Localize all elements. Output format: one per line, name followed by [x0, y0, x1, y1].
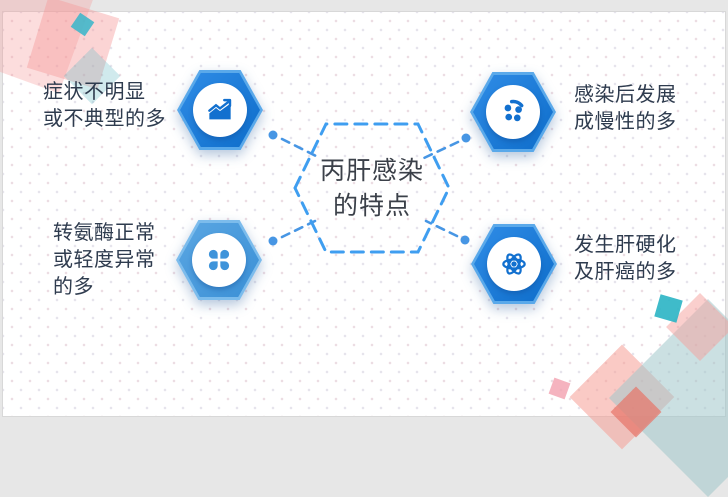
- label-symptoms: 症状不明显 或不典型的多: [43, 78, 166, 132]
- icon-circle: [192, 233, 246, 287]
- label-line: 症状不明显: [43, 79, 146, 103]
- label-line: 的多: [53, 274, 94, 298]
- icon-circle: [487, 237, 541, 291]
- node-transaminase-hexagon: [176, 220, 262, 300]
- label-line: 或不典型的多: [43, 106, 166, 130]
- label-chronic: 感染后发展 成慢性的多: [574, 81, 677, 135]
- atom-icon: [502, 253, 526, 275]
- center-title: 丙肝感染 的特点: [291, 120, 453, 256]
- slide-canvas: [2, 11, 726, 417]
- node-chronic-hexagon: [470, 72, 556, 152]
- clover-icon: [208, 249, 230, 271]
- trend-chart-icon: [208, 98, 232, 120]
- label-line: 成慢性的多: [574, 109, 677, 133]
- label-line: 及肝癌的多: [574, 259, 677, 283]
- icon-circle: [486, 85, 540, 139]
- label-transaminase: 转氨酶正常 或轻度异常 的多: [53, 219, 156, 300]
- label-line: 或轻度异常: [53, 247, 156, 271]
- icon-circle: [193, 83, 247, 137]
- center-title-line2: 的特点: [332, 191, 411, 220]
- film-reel-icon: [504, 99, 524, 122]
- node-symptoms-hexagon: [177, 70, 263, 150]
- label-line: 发生肝硬化: [574, 232, 677, 256]
- node-cirrhosis-hexagon: [471, 224, 557, 304]
- label-line: 转氨酶正常: [53, 220, 156, 244]
- center-dashed-hexagon: [293, 122, 451, 254]
- label-line: 感染后发展: [574, 82, 677, 106]
- label-cirrhosis: 发生肝硬化 及肝癌的多: [574, 231, 677, 285]
- center-title-line1: 丙肝感染: [319, 156, 424, 185]
